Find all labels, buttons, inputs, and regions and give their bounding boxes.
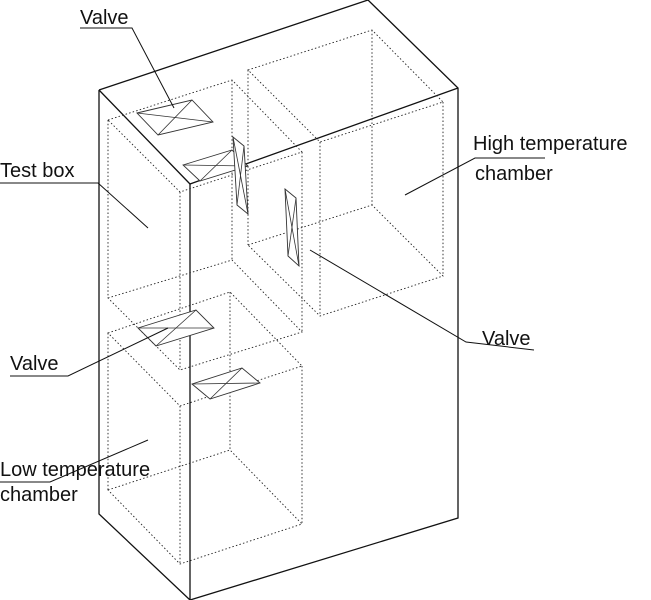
label-test-box: Test box: [0, 160, 74, 182]
outer-housing: [98, 0, 459, 600]
label-high-temp-line1: High temperature: [473, 133, 628, 155]
low-temp-chamber-outline: [107, 291, 303, 565]
leader-high-temp: [404, 157, 545, 196]
housing-edge-top-left: [98, 89, 191, 185]
leader-lines: [0, 27, 545, 483]
leader-valve-top: [80, 27, 175, 109]
label-low-temp-line1: Low temperature: [0, 459, 150, 481]
label-high-temp-line2: chamber: [475, 163, 553, 185]
leader-valve-right: [309, 249, 535, 351]
valve-middle: [137, 309, 215, 347]
housing-outline: [98, 0, 459, 600]
label-valve-left: Valve: [10, 353, 59, 375]
valve-vertical-2: [284, 188, 300, 268]
high-temp-chamber-outline: [247, 29, 444, 317]
leader-valve-left: [10, 327, 169, 377]
leader-low-temp: [0, 439, 149, 483]
valve-lower: [191, 367, 261, 400]
valve-top-1: [136, 99, 214, 136]
label-low-temp-line2: chamber: [0, 484, 78, 506]
test-box-outline: [107, 79, 303, 371]
label-valve-top: Valve: [80, 7, 129, 29]
label-valve-right: Valve: [482, 328, 531, 350]
leader-test-box: [0, 182, 149, 229]
valve-vertical-1: [232, 136, 249, 215]
